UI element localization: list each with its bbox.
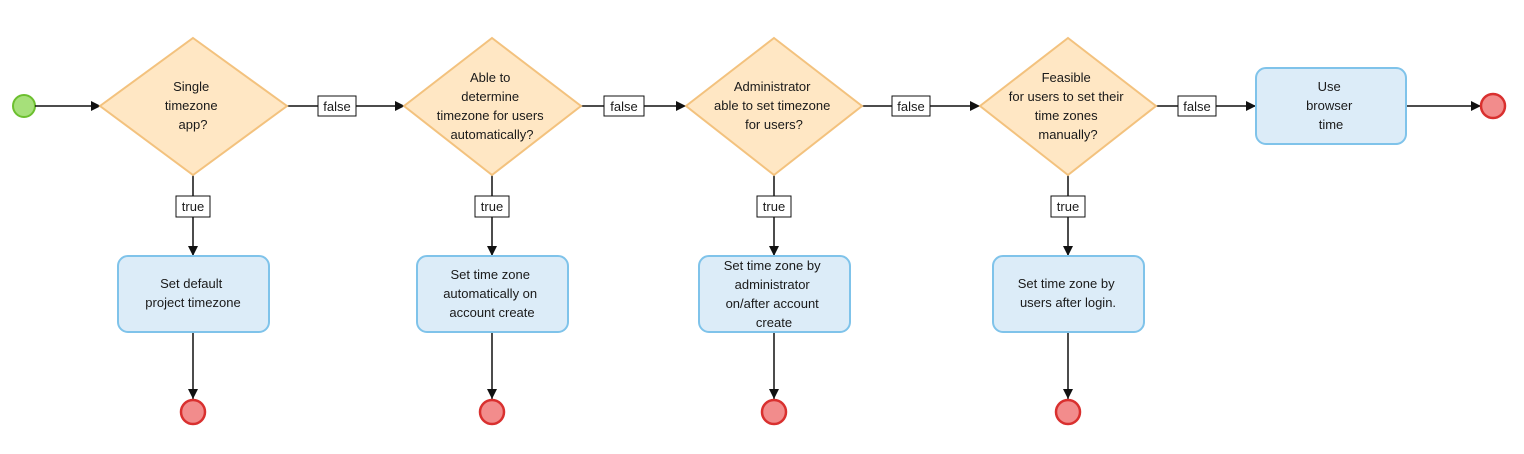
task-text: Set default project timezone bbox=[145, 276, 240, 310]
task-line: Set time zone by bbox=[1018, 276, 1115, 291]
task-line: automatically on bbox=[443, 286, 537, 301]
task-line: on/after account bbox=[726, 296, 820, 311]
decision-line: able to set timezone bbox=[714, 98, 830, 113]
task-box bbox=[117, 255, 270, 333]
task-use-browser-time[interactable]: Use browser time bbox=[1255, 67, 1407, 145]
main-flow-edges: false false false false bbox=[35, 95, 1481, 117]
task-text: Set time zone by users after login. bbox=[1018, 276, 1118, 310]
start-event[interactable] bbox=[12, 94, 36, 118]
edge-label-false-3: false bbox=[897, 99, 924, 114]
edge-label-false-2: false bbox=[610, 99, 637, 114]
task-by-users-after-login[interactable]: Set time zone by users after login. bbox=[992, 255, 1145, 333]
task-line: project timezone bbox=[145, 295, 240, 310]
task-line: account create bbox=[449, 305, 534, 320]
task-box bbox=[992, 255, 1145, 333]
task-box bbox=[1255, 67, 1407, 145]
decision-line: for users to set their bbox=[1009, 89, 1125, 104]
end-event-4[interactable] bbox=[1054, 398, 1082, 426]
task-default-project-timezone[interactable]: Set default project timezone bbox=[117, 255, 270, 333]
task-line: users after login. bbox=[1020, 295, 1116, 310]
decision-diamond bbox=[978, 36, 1158, 177]
decision-text: Administrator able to set timezone for u… bbox=[714, 79, 834, 132]
task-line: Set default bbox=[160, 276, 223, 291]
decision-line: for users? bbox=[745, 117, 803, 132]
task-line: Use bbox=[1318, 79, 1341, 94]
task-line: administrator bbox=[735, 277, 811, 292]
task-box bbox=[416, 255, 569, 333]
edge-label-false-1: false bbox=[323, 99, 350, 114]
task-automatically-on-create[interactable]: Set time zone automatically on account c… bbox=[416, 255, 569, 333]
edge-label-false-4: false bbox=[1183, 99, 1210, 114]
edge-label-true-2: true bbox=[481, 199, 503, 214]
task-text: Set time zone automatically on account c… bbox=[443, 267, 541, 320]
decision-administrator[interactable]: Administrator able to set timezone for u… bbox=[684, 36, 864, 177]
decision-line: app? bbox=[179, 117, 208, 132]
decision-text: Single timezone app? bbox=[165, 79, 221, 132]
edge-label-true-3: true bbox=[763, 199, 785, 214]
decision-line: manually? bbox=[1038, 127, 1097, 142]
end-event-2[interactable] bbox=[478, 398, 506, 426]
task-line: create bbox=[756, 315, 792, 330]
decision-line: Administrator bbox=[734, 79, 811, 94]
decision-diamond bbox=[402, 36, 583, 177]
decision-diamond bbox=[98, 36, 289, 177]
decision-line: automatically? bbox=[450, 127, 533, 142]
task-line: time bbox=[1319, 117, 1344, 132]
edge-label-true-4: true bbox=[1057, 199, 1079, 214]
decision-feasible-manually[interactable]: Feasible for users to set their time zon… bbox=[978, 36, 1158, 177]
task-text: Use browser time bbox=[1306, 79, 1356, 132]
task-by-administrator[interactable]: Set time zone by administrator on/after … bbox=[698, 255, 851, 333]
end-event-1[interactable] bbox=[179, 398, 207, 426]
decision-text: Able to determine timezone for users aut… bbox=[437, 70, 548, 142]
decision-line: time zones bbox=[1035, 108, 1098, 123]
true-branch-edges: true true true true bbox=[175, 175, 1086, 399]
decision-determine-automatically[interactable]: Able to determine timezone for users aut… bbox=[402, 36, 583, 177]
decision-text: Feasible for users to set their time zon… bbox=[1009, 70, 1128, 142]
decision-line: determine bbox=[461, 89, 519, 104]
decision-line: timezone for users bbox=[437, 108, 544, 123]
task-line: Set time zone by bbox=[724, 258, 821, 273]
task-box bbox=[698, 255, 851, 333]
decision-line: Single bbox=[173, 79, 209, 94]
edge-label-true-1: true bbox=[182, 199, 204, 214]
end-event-3[interactable] bbox=[760, 398, 788, 426]
end-event-5[interactable] bbox=[1479, 92, 1507, 120]
decision-line: Feasible bbox=[1042, 70, 1091, 85]
decision-single-timezone[interactable]: Single timezone app? bbox=[98, 36, 289, 177]
decision-line: Able to bbox=[470, 70, 510, 85]
task-text: Set time zone by administrator on/after … bbox=[724, 258, 824, 330]
decision-diamond bbox=[684, 36, 864, 177]
task-line: Set time zone bbox=[450, 267, 530, 282]
task-line: browser bbox=[1306, 98, 1353, 113]
decision-line: timezone bbox=[165, 98, 218, 113]
